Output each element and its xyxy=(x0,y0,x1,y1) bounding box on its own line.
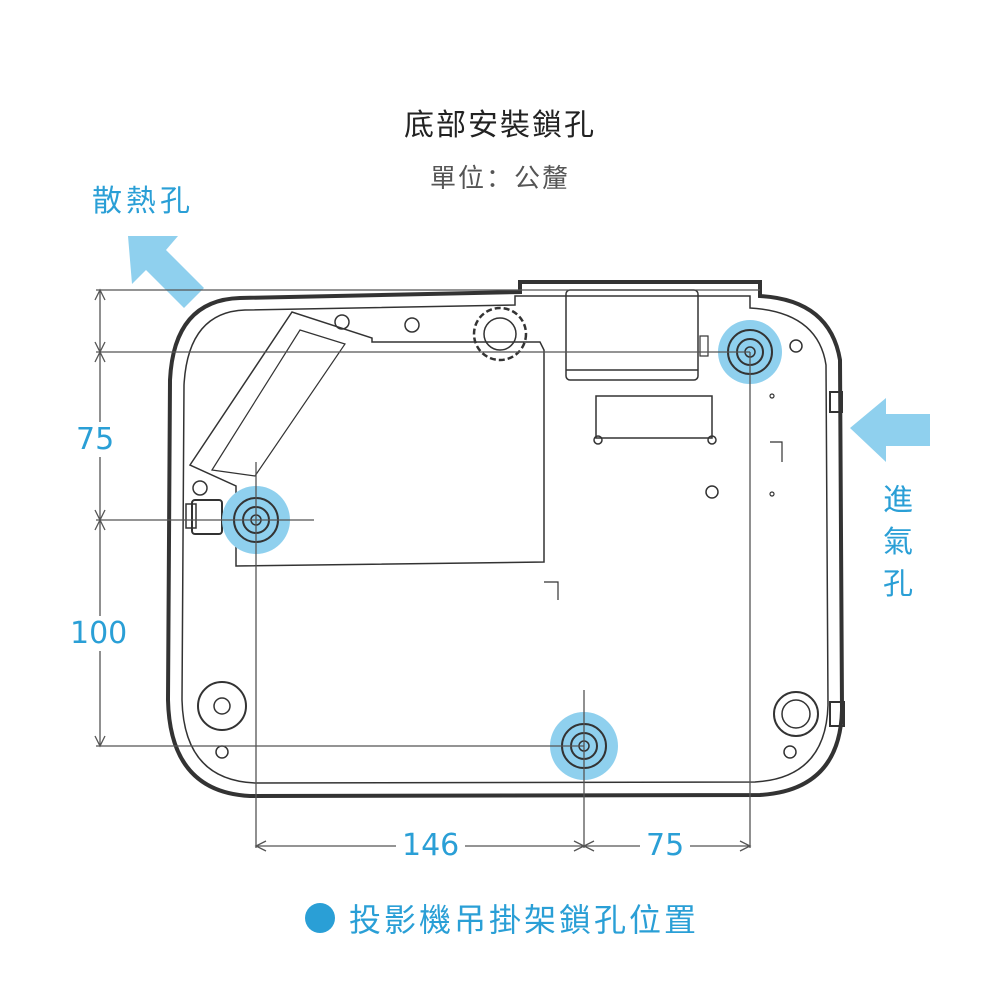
dimension-vertical-top: 75 xyxy=(70,422,121,457)
projector-body xyxy=(165,280,845,799)
dimension-horizontal-left: 146 xyxy=(396,828,466,863)
page-title: 底部安裝鎖孔 xyxy=(404,108,596,143)
arrow-up-left-icon xyxy=(128,236,204,308)
dimension-vertical-bottom: 100 xyxy=(64,616,134,651)
dimension-lines xyxy=(94,288,760,852)
dimension-horizontal-right: 75 xyxy=(640,828,691,863)
unit-subtitle: 單位：公釐 xyxy=(429,164,570,194)
intake-label: 進氣孔 xyxy=(883,483,913,602)
exhaust-label: 散熱孔 xyxy=(92,184,194,219)
arrow-left-icon xyxy=(850,398,930,462)
legend: 投影機吊掛架鎖孔位置 xyxy=(305,895,699,941)
legend-text: 投影機吊掛架鎖孔位置 xyxy=(349,901,700,939)
dot-icon xyxy=(305,903,335,933)
